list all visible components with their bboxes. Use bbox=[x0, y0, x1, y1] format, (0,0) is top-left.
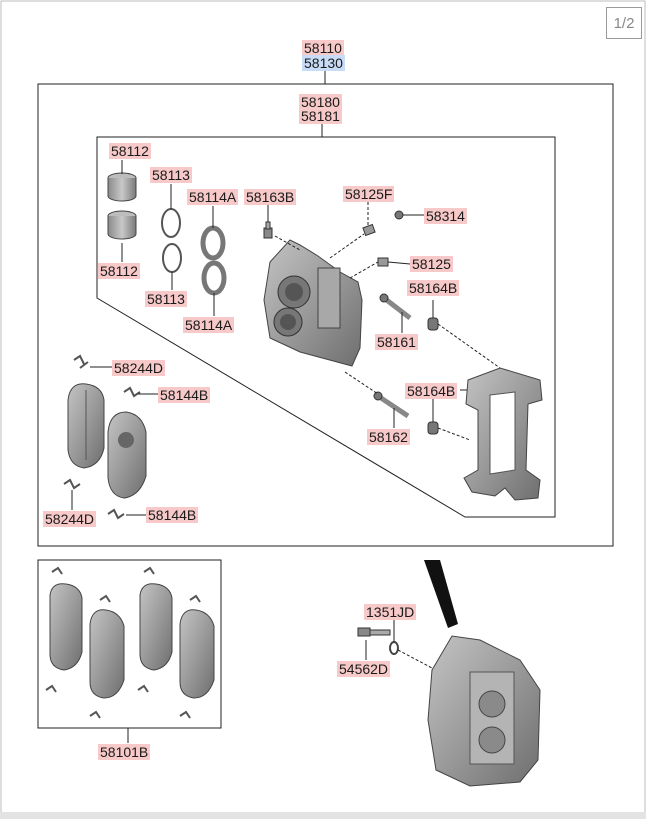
pad-kit-pads-left-icon[interactable] bbox=[49, 583, 125, 699]
label-pad-clip-upper[interactable]: 58244D bbox=[112, 360, 166, 376]
brake-pad-inner-icon[interactable] bbox=[107, 411, 147, 499]
boot-upper-icon[interactable] bbox=[200, 225, 226, 261]
pin-boot-upper-icon[interactable] bbox=[427, 317, 439, 331]
bleeder-cap-icon[interactable] bbox=[394, 210, 404, 220]
boot-lower-icon[interactable] bbox=[201, 260, 227, 296]
bottom-bar bbox=[0, 812, 646, 819]
pad-clip-upper-icon[interactable] bbox=[73, 354, 89, 369]
label-pin-boot-upper[interactable]: 58164B bbox=[407, 280, 460, 296]
seal-lower-icon[interactable] bbox=[162, 243, 182, 273]
caliper-body-icon[interactable] bbox=[263, 239, 363, 367]
nut-washer-icon[interactable] bbox=[389, 641, 399, 655]
guide-pin-bolt-icon[interactable] bbox=[377, 257, 389, 267]
label-boot-lower[interactable]: 58114A bbox=[183, 317, 235, 333]
dash-bolt-f bbox=[329, 233, 365, 259]
label-assy-alt[interactable]: 58130 bbox=[302, 55, 345, 71]
seal-upper-icon[interactable] bbox=[161, 208, 181, 238]
pad-kit-clips-icon bbox=[45, 566, 201, 719]
label-guide-pin-bolt[interactable]: 58125 bbox=[410, 256, 453, 272]
bleeder-screw-icon[interactable] bbox=[263, 221, 273, 239]
label-pad-clip-lower[interactable]: 58244D bbox=[43, 511, 97, 527]
label-piston-lower[interactable]: 58112 bbox=[98, 263, 140, 279]
dash-pin-boot-lower bbox=[437, 427, 471, 441]
pin-boot-lower-icon[interactable] bbox=[427, 421, 439, 435]
label-seal-upper[interactable]: 58113 bbox=[150, 167, 192, 183]
page-indicator[interactable]: 1/2 bbox=[606, 7, 642, 39]
label-assy-main[interactable]: 58110 bbox=[302, 40, 344, 56]
label-pad-shim-upper[interactable]: 58144B bbox=[158, 387, 211, 403]
label-pad-shim-lower[interactable]: 58144B bbox=[146, 507, 199, 523]
pad-shim-lower-icon[interactable] bbox=[107, 508, 125, 520]
label-caliper-kit-alt[interactable]: 58181 bbox=[299, 108, 342, 124]
pad-clip-lower-icon[interactable] bbox=[63, 478, 81, 490]
pad-shim-upper-icon[interactable] bbox=[123, 386, 141, 398]
label-bleeder-screw[interactable]: 58163B bbox=[244, 189, 297, 205]
label-guide-rod-upper[interactable]: 58161 bbox=[375, 334, 418, 350]
label-nut-washer[interactable]: 1351JD bbox=[364, 604, 417, 620]
pointer-arrow-icon bbox=[424, 560, 458, 628]
guide-rod-lower-icon[interactable] bbox=[373, 391, 410, 419]
label-mount-bolt[interactable]: 54562D bbox=[337, 661, 391, 677]
label-seal-lower[interactable]: 58113 bbox=[145, 291, 187, 307]
caliper-assembly-rear-icon[interactable] bbox=[427, 635, 541, 787]
dash-pin-boot-upper bbox=[437, 323, 501, 369]
mount-bolt-icon[interactable] bbox=[357, 627, 391, 637]
label-piston-upper[interactable]: 58112 bbox=[109, 143, 151, 159]
guide-rod-upper-icon[interactable] bbox=[379, 293, 412, 320]
caliper-bracket-icon[interactable] bbox=[463, 367, 543, 501]
label-guide-pin-bolt-f[interactable]: 58125F bbox=[343, 186, 395, 202]
pad-kit-box bbox=[37, 559, 222, 729]
caliper-kit-box bbox=[96, 136, 556, 518]
label-pad-kit[interactable]: 58101B bbox=[98, 744, 151, 760]
label-caliper-kit[interactable]: 58180 bbox=[299, 94, 342, 110]
dash-mount-bolt bbox=[397, 649, 433, 669]
piston-upper-icon[interactable] bbox=[107, 172, 137, 202]
label-bleeder-cap[interactable]: 58314 bbox=[424, 208, 467, 224]
label-boot-upper[interactable]: 58114A bbox=[187, 189, 239, 205]
label-guide-rod-lower[interactable]: 58162 bbox=[367, 429, 410, 445]
piston-lower-icon[interactable] bbox=[107, 210, 137, 240]
leader-pin-bolt bbox=[387, 261, 411, 265]
label-pin-boot-lower[interactable]: 58164B bbox=[405, 383, 458, 399]
dash-pin-bolt bbox=[349, 261, 379, 279]
pad-kit-pads-right-icon[interactable] bbox=[139, 583, 215, 699]
brake-pad-outer-icon[interactable] bbox=[67, 383, 105, 469]
dash-rod-lower bbox=[344, 371, 379, 395]
guide-pin-bolt-f-icon[interactable] bbox=[362, 223, 376, 237]
